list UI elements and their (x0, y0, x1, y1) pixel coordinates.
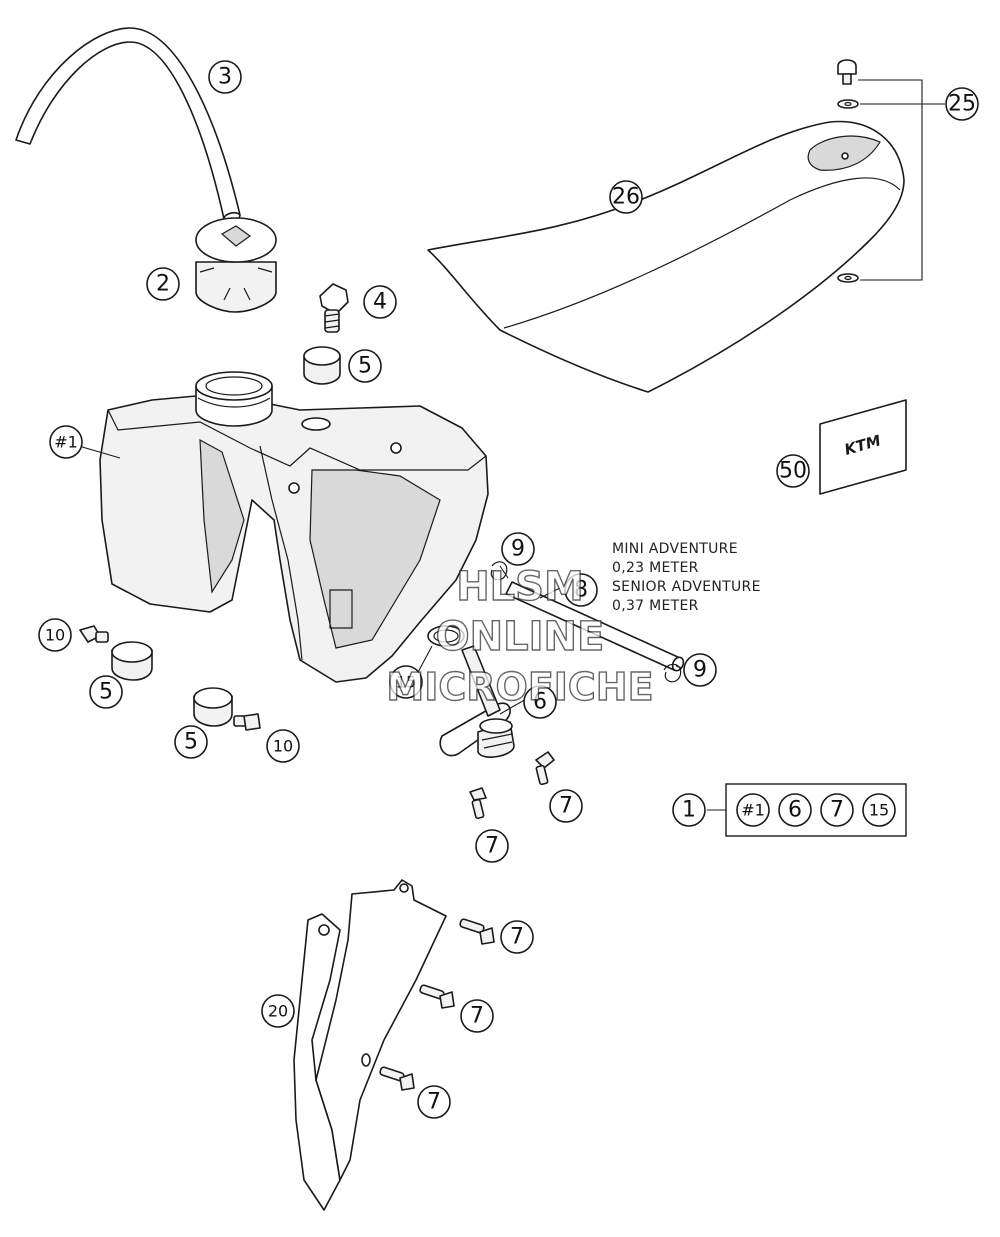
callout-20: 20 (261, 994, 295, 1028)
bolt-left-upper (79, 625, 109, 643)
callout-6: 6 (523, 685, 557, 719)
svg-text:15: 15 (396, 673, 416, 692)
note-line-1: MINI ADVENTURE (612, 541, 738, 557)
svg-text:6: 6 (533, 690, 547, 715)
panel-screw-mid (419, 984, 455, 1009)
watermark-line-1: HLSM (456, 564, 584, 610)
filler-cap (195, 217, 277, 313)
kit-item-15-label: 15 (869, 801, 889, 820)
callout-9-lower: 9 (683, 653, 717, 687)
note-line-2: 0,23 METER (612, 560, 699, 576)
svg-text:2: 2 (156, 272, 170, 297)
svg-text:9: 9 (693, 658, 707, 683)
spacer-left-lower (193, 687, 233, 727)
svg-text:10: 10 (45, 626, 65, 645)
tap-screw-right (535, 751, 555, 786)
callout-26: 26 (609, 180, 643, 214)
kit-box: #1 6 7 15 (725, 783, 907, 837)
callout-5-upper: 5 (348, 349, 382, 383)
callout-8: 8 (564, 573, 598, 607)
kit-item-15: 15 (862, 793, 896, 827)
fuel-tap (439, 645, 515, 758)
svg-text:20: 20 (268, 1002, 288, 1021)
kit-item-tank-label: #1 (741, 801, 765, 820)
callout-10-upper: 10 (38, 618, 72, 652)
hose-length-note: MINI ADVENTURE 0,23 METER SENIOR ADVENTU… (612, 541, 761, 614)
svg-text:26: 26 (612, 185, 640, 210)
callout-50: 50 (776, 454, 810, 488)
svg-text:7: 7 (485, 834, 499, 859)
watermark: HLSM ONLINE MICROFICHE (386, 563, 655, 709)
ktm-decal: KTM (819, 399, 907, 495)
note-line-3: SENIOR ADVENTURE (612, 579, 761, 595)
spacer-left-upper (111, 641, 153, 681)
rubber-spacer-upper (303, 346, 341, 385)
svg-text:7: 7 (559, 794, 573, 819)
callout-7-panel-top: 7 (500, 920, 534, 954)
fuel-tank (99, 371, 489, 683)
svg-text:3: 3 (218, 65, 232, 90)
callout-7-panel-mid: 7 (460, 999, 494, 1033)
side-panel (293, 879, 447, 1211)
svg-text:25: 25 (948, 92, 976, 117)
tap-screw-left (469, 787, 487, 820)
callout-1: 1 (672, 793, 706, 827)
callout-7-tap-left: 7 (475, 829, 509, 863)
vent-screw (319, 283, 349, 333)
svg-text:9: 9 (511, 537, 525, 562)
svg-text:5: 5 (99, 680, 113, 705)
callout-15: 15 (389, 665, 423, 699)
watermark-line-3: MICROFICHE (386, 665, 653, 709)
seat (427, 120, 905, 393)
callout-7-panel-bottom: 7 (417, 1085, 451, 1119)
o-ring (427, 625, 465, 647)
callout-5-lower: 5 (174, 725, 208, 759)
kit-item-6-label: 6 (788, 798, 802, 823)
callout-2: 2 (146, 267, 180, 301)
watermark-line-2: ONLINE (436, 614, 605, 660)
kit-item-tank: #1 (736, 793, 770, 827)
kit-item-7-label: 7 (830, 798, 844, 823)
svg-text:7: 7 (470, 1004, 484, 1029)
svg-text:50: 50 (779, 459, 807, 484)
panel-screw-bottom (379, 1066, 415, 1091)
svg-text:5: 5 (358, 354, 372, 379)
callout-5-left: 5 (89, 675, 123, 709)
svg-text:1: 1 (682, 798, 696, 823)
callout-4: 4 (363, 285, 397, 319)
note-line-4: 0,37 METER (612, 598, 699, 614)
svg-text:#1: #1 (54, 433, 78, 452)
svg-text:7: 7 (510, 925, 524, 950)
kit-item-6: 6 (778, 793, 812, 827)
svg-text:5: 5 (184, 730, 198, 755)
callout-7-tap-right: 7 (549, 789, 583, 823)
bolt-left-lower (233, 713, 261, 731)
callout-9-upper: 9 (501, 532, 535, 566)
svg-text:8: 8 (574, 578, 588, 603)
svg-text:4: 4 (373, 290, 387, 315)
svg-text:10: 10 (273, 737, 293, 756)
callout-25: 25 (945, 87, 979, 121)
svg-text:7: 7 (427, 1090, 441, 1115)
panel-screw-top (459, 918, 495, 945)
kit-item-7: 7 (820, 793, 854, 827)
callout-tank: #1 (49, 425, 83, 459)
callout-3: 3 (208, 60, 242, 94)
seat-fasteners (837, 59, 945, 283)
callout-10-lower: 10 (266, 729, 300, 763)
breather-hose (15, 27, 241, 223)
